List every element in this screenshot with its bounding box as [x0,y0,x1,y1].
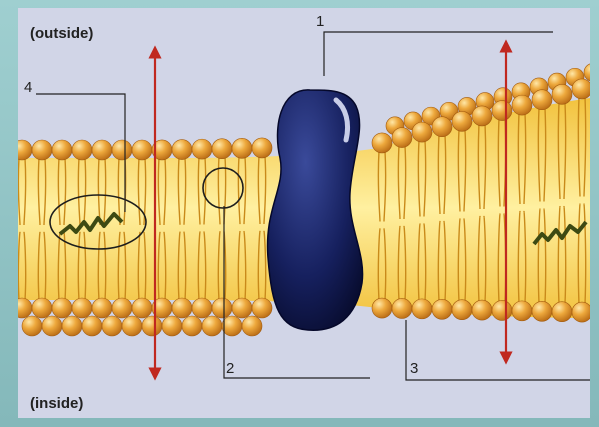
phospholipid-head [472,106,492,126]
inside-label: (inside) [30,395,83,412]
phospholipid-head [182,316,202,336]
phospholipid-head [572,302,590,322]
marker-2-label: 2 [226,360,234,377]
phospholipid-head [552,84,572,104]
phospholipid-head [252,138,272,158]
phospholipid-head [432,299,452,319]
phospholipid-head [532,90,552,110]
marker-1-label: 1 [316,13,324,30]
marker-3-label: 3 [410,360,418,377]
phospholipid-head [552,302,572,322]
phospholipid-head [122,316,142,336]
phospholipid-head [392,298,412,318]
membrane-panel: (outside) (inside) 1 2 3 4 [18,8,590,418]
membrane-diagram: (outside) (inside) 1 2 3 4 [18,8,590,418]
phospholipid-head [232,138,252,158]
phospholipid-head [452,111,472,131]
phospholipid-head [572,79,590,99]
phospholipid-head [192,298,212,318]
phospholipid-head [412,299,432,319]
phospholipid-head [412,122,432,142]
phospholipid-head [372,298,392,318]
phospholipid-head [172,140,192,160]
phospholipid-head [512,301,532,321]
phospholipid-head [492,101,512,121]
phospholipid-head [42,316,62,336]
phospholipid-head [102,316,122,336]
phospholipid-head [492,300,512,320]
phospholipid-head [62,316,82,336]
phospholipid-head [532,301,552,321]
phospholipid-head [232,298,252,318]
phospholipid-head [32,298,52,318]
phospholipid-head [92,140,112,160]
phospholipid-head [512,95,532,115]
phospholipid-head [202,316,222,336]
phospholipid-head [192,139,212,159]
phospholipid-head [112,298,132,318]
phospholipid-head [172,298,192,318]
phospholipid-head [32,140,52,160]
phospholipid-head [472,300,492,320]
marker-4-label: 4 [24,79,32,96]
phospholipid-head [392,128,412,148]
phospholipid-head [82,316,102,336]
phospholipid-head [72,140,92,160]
phospholipid-head [142,316,162,336]
phospholipid-head [22,316,42,336]
phospholipid-head [372,133,392,153]
phospholipid-head [112,140,132,160]
phospholipid-head [72,298,92,318]
phospholipid-head [222,316,242,336]
phospholipid-head [212,298,232,318]
phospholipid-head [52,140,72,160]
phospholipid-head [452,300,472,320]
outside-label: (outside) [30,25,93,42]
phospholipid-head [212,139,232,159]
phospholipid-head [252,298,272,318]
phospholipid-head [132,298,152,318]
phospholipid-head [162,316,182,336]
phospholipid-head [242,316,262,336]
phospholipid-head [132,140,152,160]
phospholipid-head [52,298,72,318]
phospholipid-head [432,117,452,137]
phospholipid-head [92,298,112,318]
